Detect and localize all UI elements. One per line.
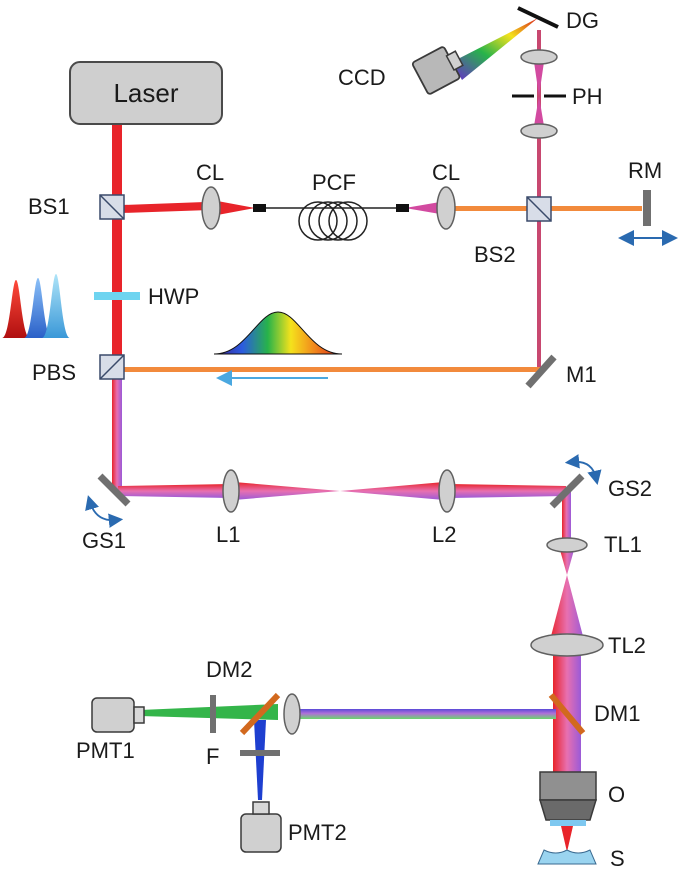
laser-box (69, 61, 223, 125)
cl-left-lens (201, 186, 221, 230)
rm-label: RM (628, 158, 662, 183)
objective-body (539, 771, 597, 801)
beam-l2-to-gs2 (450, 484, 566, 498)
dispersed-spectrum-fan (452, 18, 538, 80)
m1-label: M1 (566, 362, 597, 387)
laser-beam-to-pcf (122, 202, 210, 213)
ph-label: PH (572, 84, 603, 109)
dg-grating (517, 6, 559, 29)
tl1-lens (546, 537, 588, 553)
f-label: F (206, 744, 219, 769)
sample-shape (537, 849, 597, 865)
gs1-scan-arrow (85, 495, 124, 528)
dm1-dichroic (548, 693, 586, 735)
green-signal-to-pmt1 (140, 704, 278, 720)
ccd-label: CCD (338, 65, 386, 90)
beam-tl2-cone (550, 575, 584, 640)
laser-label: Laser (113, 78, 178, 108)
beam-bs2-to-m1 (537, 218, 541, 370)
ph-focus-lower (534, 96, 544, 126)
ph-upper-lens (520, 49, 558, 65)
cl-right-label: CL (432, 160, 460, 185)
pcf-fiber-coil (298, 201, 368, 241)
tl1-label: TL1 (604, 532, 642, 557)
pcf-output-cone (405, 202, 440, 214)
beam-gs1-to-l1 (118, 484, 230, 498)
laser-focus-cone (212, 200, 255, 216)
pcf-connector-left (253, 204, 266, 212)
ph-focus-upper (534, 62, 544, 96)
beam-l1-focus (234, 482, 340, 500)
beam-gs2-to-tl1 (562, 492, 571, 542)
cl-right-lens (436, 186, 456, 230)
dg-label: DG (566, 8, 599, 33)
gaussian-spectrum-icon (213, 311, 343, 355)
pcf-label: PCF (312, 170, 356, 195)
rm-mirror (643, 190, 651, 226)
gs2-label: GS2 (608, 476, 652, 501)
ph-lower-lens (520, 123, 558, 139)
l2-label: L2 (432, 522, 456, 547)
tl2-lens (530, 633, 604, 657)
beam-tl1-focus (560, 550, 574, 575)
pbs-diagonal (99, 354, 125, 380)
filter-pmt2 (240, 750, 280, 756)
chirped-pulses-icon (2, 274, 70, 338)
objective-tip (538, 799, 598, 821)
pmt2-label: PMT2 (288, 820, 347, 845)
bs1-label: BS1 (28, 194, 70, 219)
pmt2-window (252, 801, 270, 815)
pmt1-box (91, 697, 135, 733)
cl-left-label: CL (196, 160, 224, 185)
m1-mirror (525, 354, 557, 389)
dm2-label: DM2 (206, 657, 252, 682)
l2-lens (438, 469, 456, 513)
s-label: S (610, 846, 625, 870)
bs1-diagonal (99, 194, 125, 220)
beam-l2-focus (340, 482, 444, 500)
dm2-dichroic (239, 692, 281, 736)
gs1-label: GS1 (82, 528, 126, 553)
ccd-camera (411, 46, 464, 95)
o-label: O (608, 782, 625, 807)
gs1-mirror (97, 473, 131, 507)
objective-lens-front (550, 820, 586, 826)
dm1-label: DM1 (594, 701, 640, 726)
pbs-label: PBS (32, 360, 76, 385)
tl2-label: TL2 (608, 633, 646, 658)
l1-lens (222, 469, 240, 513)
bs2-diagonal (526, 196, 552, 222)
combined-beam-vertical (112, 366, 122, 490)
l1-label: L1 (216, 522, 240, 547)
filter-pmt1 (210, 695, 216, 733)
hwp-plate (94, 292, 140, 300)
bs2-label: BS2 (474, 242, 516, 267)
pmt1-window (133, 706, 145, 724)
hwp-label: HWP (148, 284, 199, 309)
pmt1-label: PMT1 (76, 738, 135, 763)
pcf-connector-right (396, 204, 409, 212)
blue-signal-to-pmt2 (254, 720, 266, 800)
pmt2-box (240, 813, 282, 853)
gs2-scan-arrow (564, 454, 602, 486)
supercontinuum-beam-to-pbs (122, 367, 540, 372)
laser-beam-vertical (112, 124, 122, 366)
signal-beam-dm1-to-dm2 (298, 709, 556, 719)
collection-lens (283, 693, 301, 735)
